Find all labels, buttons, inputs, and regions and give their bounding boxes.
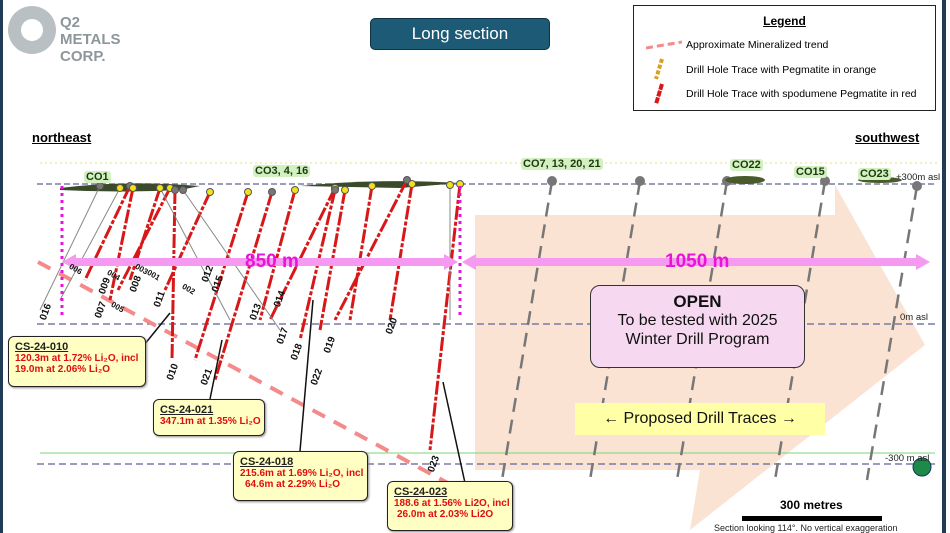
callout-cs-24-021: CS-24-021 347.1m at 1.35% Li₂O [153, 399, 265, 436]
legend-item: Drill Hole Trace with Pegmatite in orang… [686, 64, 877, 76]
proposed-collar-marker [820, 176, 830, 186]
elevation-zero: 0m asl [900, 312, 928, 323]
outcrop-co22 [725, 176, 765, 184]
drill-hole-trace [213, 191, 274, 381]
callout-id: CS-24-010 [15, 341, 69, 353]
callout-cs-24-018: CS-24-018 215.6m at 1.69% Li₂O, incl 64.… [233, 451, 368, 501]
proposed-collar-marker [635, 176, 645, 186]
drill-hole-trace [39, 185, 101, 311]
open-target-box: OPEN To be tested with 2025 Winter Drill… [590, 285, 805, 368]
legend: Legend Approximate Mineralized trend Dri… [633, 5, 936, 111]
drill-holes [39, 176, 464, 451]
logo-line1: Q2 METALS [60, 14, 121, 48]
drill-hole-trace [428, 183, 462, 451]
drill-hole-trace [333, 179, 409, 321]
drill-hole-trace [159, 187, 231, 321]
dashed-pink-line-icon [646, 40, 682, 50]
collar-marker [446, 181, 454, 189]
direction-southwest: southwest [855, 130, 920, 145]
callout-result: 347.1m at 1.35% Li₂O [160, 416, 261, 427]
logo-line2: CORP. [60, 48, 106, 65]
section-title: Long section [370, 18, 550, 50]
proposed-drill-trace [865, 185, 919, 481]
collar-marker [171, 186, 179, 194]
outcrop-co3 [300, 181, 460, 188]
legend-item: Drill Hole Trace with spodumene Pegmatit… [686, 88, 917, 100]
callout-id: CS-24-018 [240, 456, 294, 468]
scale-label: 300 metres [780, 498, 843, 512]
proposed-drill-traces-label: ← Proposed Drill Traces → [575, 403, 825, 435]
drill-hole-trace [108, 187, 135, 301]
drill-hole-trace [83, 185, 132, 281]
orange-drill-trace-icon [654, 58, 664, 80]
distance-arrow-1050 [462, 254, 930, 270]
collar-marker [244, 188, 252, 196]
proposed-collar-marker [912, 181, 922, 191]
collar-marker [341, 186, 349, 194]
callout-result: 26.0m at 2.03% Li2O [397, 509, 494, 520]
drill-hole-trace [128, 187, 162, 281]
collar-marker [179, 186, 187, 194]
collar-label: CO23 [858, 168, 891, 180]
drill-hole-trace [163, 191, 212, 291]
mineralized-trend-line [37, 260, 471, 497]
collar-label: CO15 [794, 166, 827, 178]
proposed-drill-trace [500, 180, 554, 481]
collar-marker [368, 182, 376, 190]
drill-hole-trace [258, 189, 297, 321]
collar-marker [291, 186, 299, 194]
distance-1050: 1050 m [665, 251, 730, 272]
open-title: OPEN [673, 292, 722, 311]
collar-marker [116, 184, 124, 192]
legend-item: Approximate Mineralized trend [686, 39, 829, 51]
drill-hole-trace [268, 187, 337, 321]
collar-marker [331, 186, 339, 194]
proposed-collar-marker [547, 176, 557, 186]
logo-mark-icon [8, 6, 56, 54]
drill-hole-trace [59, 187, 121, 301]
scale-caption: Section looking 114°. No vertical exagge… [714, 523, 898, 533]
callout-cs-24-023: CS-24-023 188.6 at 1.56% Li2O, incl 26.0… [387, 481, 513, 531]
drill-hole-trace [348, 185, 374, 321]
scale-bar [742, 516, 882, 521]
direction-northeast: northeast [32, 130, 92, 145]
north-globe-icon [912, 457, 932, 477]
callout-result: 188.6 at 1.56% Li2O, incl [394, 498, 510, 509]
collar-label: CO22 [730, 159, 763, 171]
collar-marker [206, 188, 214, 196]
collar-label: CO3, 4, 16 [253, 165, 311, 177]
elevation-top: +300m asl [896, 172, 941, 183]
callout-result: 64.6m at 2.29% Li₂O [245, 479, 341, 490]
legend-title: Legend [763, 14, 806, 28]
callout-id: CS-24-023 [394, 486, 448, 498]
callout-id: CS-24-021 [160, 404, 214, 416]
open-line: To be tested with 2025 [617, 312, 778, 329]
collar-marker [156, 184, 164, 192]
collar-marker [408, 180, 416, 188]
elevation-bottom: -300 m asl [885, 453, 930, 464]
collar-marker [129, 184, 137, 192]
red-drill-trace-icon [654, 83, 664, 105]
callout-cs-24-010: CS-24-010 120.3m at 1.72% Li₂O, incl 19.… [8, 336, 146, 387]
distance-850: 850 m [245, 251, 299, 272]
collar-label: CO7, 13, 20, 21 [521, 158, 603, 170]
drill-hole-trace [388, 183, 414, 321]
distance-arrow-850 [62, 254, 458, 270]
collar-marker [268, 188, 276, 196]
drill-hole-trace [193, 191, 250, 361]
collar-label: CO1 [84, 171, 111, 183]
callout-result: 19.0m at 2.06% Li₂O [15, 364, 111, 375]
open-line: Winter Drill Program [625, 331, 770, 348]
callout-result: 215.6m at 1.69% Li₂O, incl [240, 468, 364, 479]
callout-result: 120.3m at 1.72% Li₂O, incl [15, 353, 139, 364]
